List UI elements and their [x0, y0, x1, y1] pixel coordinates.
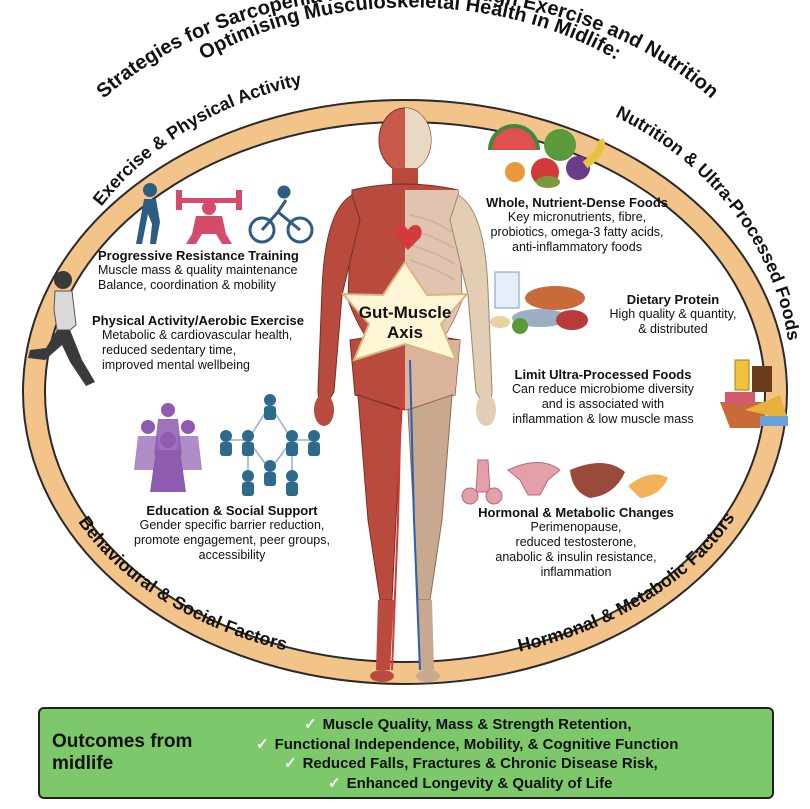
upf-heading: Limit Ultra-Processed Foods	[514, 367, 692, 382]
check-icon: ✓	[328, 774, 341, 792]
hormonal-line-2: reduced testosterone,	[515, 535, 637, 549]
section-aerobic: Physical Activity/Aerobic Exercise Metab…	[92, 313, 342, 373]
weightlifter-icon	[176, 190, 242, 244]
section-whole-foods: Whole, Nutrient-Dense Foods Key micronut…	[462, 195, 692, 255]
hormonal-heading: Hormonal & Metabolic Changes	[478, 505, 674, 520]
section-resistance: Progressive Resistance Training Muscle m…	[98, 248, 338, 293]
check-icon: ✓	[256, 735, 269, 753]
outcomes-list: ✓ Muscle Quality, Mass & Strength Retenti…	[240, 715, 770, 793]
section-hormonal: Hormonal & Metabolic Changes Perimenopau…	[458, 505, 694, 580]
women-group-icon	[134, 403, 202, 492]
axis-label-line1: Gut-Muscle	[358, 303, 452, 322]
check-icon: ✓	[284, 755, 297, 772]
education-line-3: accessibility	[198, 548, 266, 562]
outcome-item: ✓ Reduced Falls, Fractures & Chronic Dise…	[240, 754, 770, 774]
whole-foods-line-2: probiotics, omega-3 fatty acids,	[490, 225, 664, 239]
upf-line-1: Can reduce microbiome diversity	[511, 382, 694, 396]
resistance-line-1: Muscle mass & quality maintenance	[98, 263, 298, 277]
liver-icon	[570, 462, 625, 498]
section-upf: Limit Ultra-Processed Foods Can reduce m…	[486, 367, 720, 427]
aerobic-line-2: reduced sedentary time,	[102, 343, 237, 357]
title-line-2: Strategies for Sarcopenia Prevention Thr…	[92, 0, 722, 103]
outcomes-box: Outcomes from midlife ✓ Muscle Quality, M…	[38, 707, 774, 799]
walking-person-icon	[136, 183, 160, 244]
outcome-item: ✓ Functional Independence, Mobility, & Co…	[240, 735, 770, 755]
outcome-text: Functional Independence, Mobility, & Cog…	[274, 735, 679, 753]
upf-line-2: and is associated with	[541, 397, 665, 411]
aerobic-line-1: Metabolic & cardiovascular health,	[102, 328, 293, 342]
outcome-item: ✓ Muscle Quality, Mass & Strength Retenti…	[240, 715, 770, 735]
outcomes-title: Outcomes from midlife	[52, 731, 193, 774]
outcome-item: ✓ Enhanced Longevity & Quality of Life	[240, 774, 770, 794]
section-education: Education & Social Support Gender specif…	[114, 503, 350, 563]
protein-line-2: & distributed	[638, 322, 708, 336]
outcome-text: Reduced Falls, Fractures & Chronic Disea…	[302, 755, 658, 772]
section-protein: Dietary Protein High quality & quantity,…	[598, 292, 748, 337]
education-line-2: promote engagement, peer groups,	[134, 533, 330, 547]
aerobic-line-3: improved mental wellbeing	[102, 358, 250, 372]
hormonal-line-4: inflammation	[540, 565, 612, 579]
protein-heading: Dietary Protein	[626, 292, 720, 307]
resistance-line-2: Balance, coordination & mobility	[98, 278, 276, 292]
aerobic-heading: Physical Activity/Aerobic Exercise	[92, 313, 304, 328]
gut-muscle-axis-label: Gut-Muscle Axis	[345, 303, 465, 343]
protein-line-1: High quality & quantity,	[609, 307, 737, 321]
education-line-1: Gender specific barrier reduction,	[139, 518, 325, 532]
reproductive-organs-icon	[461, 459, 561, 505]
outcome-text: Enhanced Longevity & Quality of Life	[346, 774, 613, 792]
whole-foods-line-3: anti-inflammatory foods	[512, 240, 642, 254]
whole-foods-heading: Whole, Nutrient-Dense Foods	[486, 195, 668, 210]
whole-foods-line-1: Key micronutrients, fibre,	[507, 210, 647, 224]
hormonal-line-3: anabolic & insulin resistance,	[495, 550, 657, 564]
protein-foods-icon	[490, 271, 588, 334]
hormonal-line-1: Perimenopause,	[530, 520, 622, 534]
outcome-text: Muscle Quality, Mass & Strength Retentio…	[322, 716, 632, 733]
pancreas-icon	[628, 474, 668, 498]
cyclist-icon	[248, 185, 314, 244]
runner-icon	[28, 271, 95, 386]
check-icon: ✓	[304, 716, 317, 733]
fruit-vegetables-icon	[488, 124, 605, 188]
social-network-icon	[220, 394, 320, 496]
axis-label-line2: Axis	[387, 323, 423, 342]
resistance-heading: Progressive Resistance Training	[98, 248, 299, 263]
processed-foods-icon	[720, 359, 788, 428]
upf-line-3: inflammation & low muscle mass	[512, 412, 694, 426]
gut-muscle-star	[340, 260, 470, 362]
education-heading: Education & Social Support	[146, 503, 318, 518]
